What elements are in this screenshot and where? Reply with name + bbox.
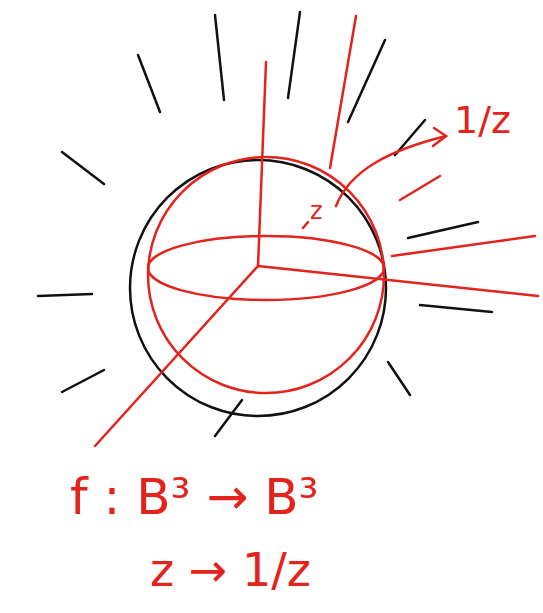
field-stroke — [62, 370, 104, 392]
z-axis — [258, 62, 266, 266]
point-label: z — [310, 198, 323, 224]
point-tick — [303, 222, 308, 228]
radial-strokes — [38, 12, 492, 436]
field-stroke — [388, 362, 410, 395]
field-stroke — [38, 294, 92, 296]
field-stroke — [348, 40, 385, 122]
image-point-label: 1/z — [454, 100, 511, 142]
red-field-stroke — [330, 16, 356, 168]
field-stroke — [62, 152, 104, 184]
red-field-stroke — [400, 176, 440, 200]
x-axis — [258, 266, 538, 296]
map-definition: f : B³ → B³ — [70, 470, 319, 525]
field-stroke — [420, 305, 492, 312]
unit-ball — [95, 16, 538, 446]
arrow-head — [433, 128, 446, 146]
field-stroke — [215, 400, 242, 436]
red-field-stroke — [392, 236, 535, 256]
field-stroke — [408, 222, 478, 238]
map-formula: z → 1/z — [150, 545, 311, 596]
field-stroke — [215, 15, 224, 100]
field-stroke — [138, 55, 160, 112]
map-arrow — [336, 136, 446, 206]
y-axis — [95, 266, 258, 446]
outer-sphere — [130, 160, 386, 416]
field-stroke — [288, 12, 300, 98]
